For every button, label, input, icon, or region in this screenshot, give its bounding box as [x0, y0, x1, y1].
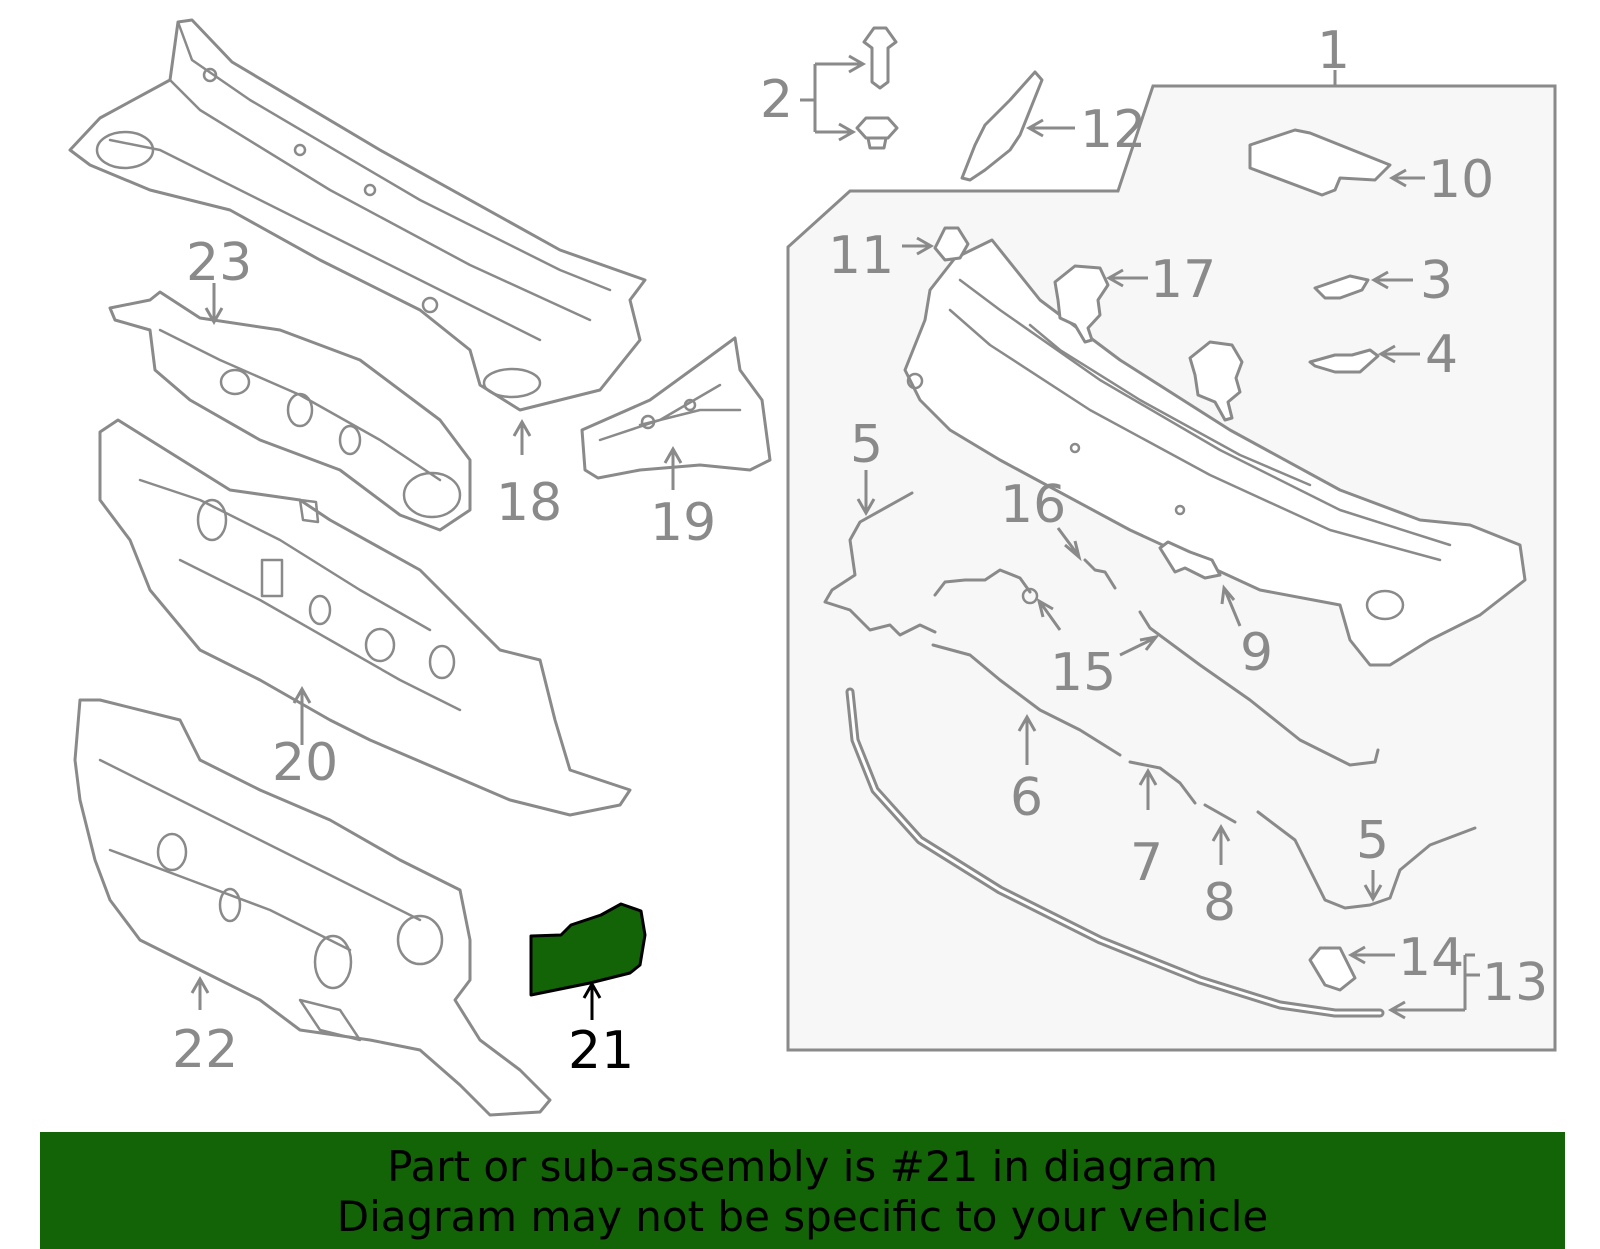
callout-11: 11 [828, 226, 894, 286]
callout-7: 7 [1130, 833, 1163, 893]
part-17-actuator [1053, 264, 1110, 344]
part-19-leader [663, 445, 683, 490]
callout-13: 13 [1482, 953, 1548, 1013]
part-2-leader [800, 54, 867, 142]
part-5-leader-right [1363, 870, 1383, 903]
part-22-dash-panel [73, 698, 552, 1117]
part-23-reinforcement [108, 290, 472, 532]
callout-12: 12 [1080, 100, 1146, 160]
part-21-highlighted [529, 902, 647, 997]
part-actuator-second [1188, 340, 1244, 422]
part-15-connector [1021, 587, 1039, 605]
part-8-hose [1203, 803, 1237, 824]
callout-16: 16 [1000, 475, 1066, 535]
part-12-leader [1025, 118, 1075, 138]
part-23-leader [204, 283, 224, 326]
callout-17: 17 [1150, 250, 1216, 310]
part-16-hose [1083, 558, 1117, 590]
part-15-leader-a [1036, 597, 1062, 631]
callout-15: 15 [1050, 643, 1116, 703]
callout-22: 22 [172, 1020, 238, 1080]
callout-5-left: 5 [850, 415, 883, 475]
part-9-bracket [1158, 540, 1222, 580]
callout-10: 10 [1428, 150, 1494, 210]
callout-9: 9 [1240, 623, 1273, 683]
part-20-leader [292, 685, 312, 745]
banner-line-part: Part or sub-assembly is #21 in diagram [387, 1142, 1218, 1191]
part-22-leader [190, 975, 210, 1010]
callout-5-right: 5 [1356, 811, 1389, 871]
callout-8: 8 [1203, 873, 1236, 933]
part-15-leader-b [1119, 634, 1160, 657]
part-5-hose-left [823, 491, 937, 637]
callout-3: 3 [1420, 251, 1453, 311]
callout-21: 21 [568, 1021, 634, 1081]
part-7-leader [1138, 767, 1158, 810]
part-4-clip [1308, 348, 1380, 374]
part-16-leader [1056, 527, 1082, 562]
part-6-hose [931, 643, 1122, 757]
part-9-leader [1220, 584, 1242, 627]
part-7-hose [1128, 760, 1197, 805]
part-5-leader-left [856, 470, 876, 517]
part-1-cowl-top [903, 238, 1527, 667]
part-3-leader [1370, 270, 1413, 290]
part-6-leader [1017, 713, 1037, 765]
part-21-leader [582, 980, 602, 1020]
part-8-leader [1211, 823, 1231, 865]
part-20-insulator [98, 418, 632, 817]
part-4-leader [1377, 344, 1420, 364]
part-13-leader [1387, 973, 1480, 1020]
part-15-hose-long [1138, 610, 1380, 767]
part-13-seal-inner [848, 690, 1382, 1015]
part-2-clips [855, 26, 899, 150]
callout-4: 4 [1425, 325, 1458, 385]
callout-1: 1 [1317, 21, 1350, 81]
part-18-leader [512, 418, 532, 455]
banner-line-disclaimer: Diagram may not be specific to your vehi… [336, 1192, 1269, 1241]
part-11-grommet [933, 226, 970, 262]
part-10-leader [1388, 168, 1425, 188]
callout-18: 18 [496, 473, 562, 533]
info-banner: Part or sub-assembly is #21 in diagram D… [40, 1132, 1565, 1249]
part-5-hose-right [1256, 810, 1477, 910]
callout-14: 14 [1398, 928, 1464, 988]
part-3-clip [1313, 274, 1370, 300]
callout-19: 19 [650, 493, 716, 553]
part-17-leader [1105, 268, 1148, 288]
callout-6: 6 [1010, 768, 1043, 828]
callout-2: 2 [760, 70, 793, 130]
part-14-leader [1347, 945, 1475, 975]
part-12-bracket [960, 70, 1044, 182]
callout-23: 23 [186, 233, 252, 293]
part-14-clip [1308, 946, 1357, 992]
part-11-leader [902, 236, 935, 256]
part-19-side-bracket [580, 336, 772, 480]
part-15-hose [933, 568, 1032, 597]
callout-20: 20 [272, 733, 338, 793]
part-18-cowl-panel [68, 18, 647, 412]
part-10-pad [1248, 128, 1392, 197]
